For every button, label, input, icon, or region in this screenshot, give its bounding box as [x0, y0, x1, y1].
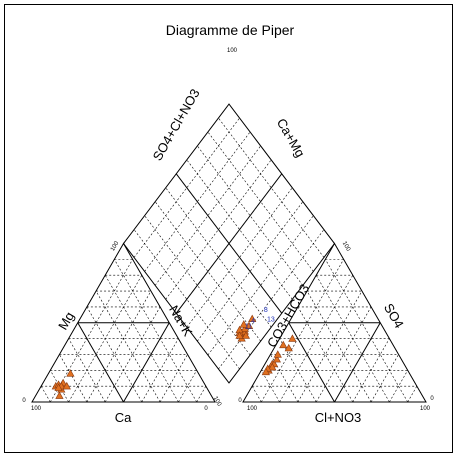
cation-grid-line [50, 259, 133, 403]
diamond-grid-line [197, 145, 304, 286]
sample-label: 13 [267, 317, 275, 324]
cation-point [55, 391, 64, 399]
anion-point [273, 350, 282, 358]
diamond-grid-line [218, 229, 325, 370]
cation-grid-line [141, 338, 179, 403]
anion-grid-line [352, 338, 390, 403]
diamond-grid-line [186, 159, 293, 300]
diamond-grid-line [218, 117, 325, 258]
diamond-grid-line [154, 145, 261, 286]
cation-tick-right-corner: 100 [212, 396, 223, 408]
diamond-grid [122, 103, 336, 384]
anion-point [272, 354, 281, 363]
diamond-grid-line [165, 159, 272, 300]
diamond-right-label: Ca+Mg [274, 116, 308, 160]
diamond-grid-line [144, 215, 251, 356]
diamond-tick-top: 100 [227, 48, 238, 54]
anion-grid-line [306, 290, 372, 403]
diamond-point [248, 314, 257, 322]
cation-tick-left: 0 [22, 398, 26, 404]
cation-grid-line [86, 290, 152, 403]
diamond-grid-line [133, 117, 240, 258]
cation-grid-line [40, 386, 51, 403]
cation-tick-bottom-right: 0 [204, 406, 208, 412]
chart-title: Diagramme de Piper [166, 22, 295, 38]
anion-grid-line [370, 354, 399, 403]
cation-tick-apex: 100 [110, 240, 121, 252]
anion-tick-apex: 100 [341, 241, 352, 253]
anion-grid-line [251, 386, 262, 403]
cation-grid-line [59, 354, 88, 403]
diamond-point [235, 331, 244, 339]
anion-grid-line [325, 259, 408, 403]
diamond-grid-line [144, 131, 251, 272]
diamond-grid-line [207, 131, 314, 272]
anion-point [268, 362, 277, 371]
cation-point [54, 383, 63, 391]
diamond-grid-line [154, 201, 261, 342]
anion-triangle-grid [242, 242, 427, 403]
anion-point [284, 343, 293, 352]
anion-point [279, 340, 288, 349]
cation-triangle-grid [31, 242, 216, 403]
anion-outline [242, 242, 427, 403]
cation-grid-line [114, 259, 197, 403]
cation-point [62, 381, 71, 390]
cation-grid-line [159, 354, 188, 403]
diamond-grid-line [197, 201, 304, 342]
diamond-point [239, 320, 248, 328]
diamond-outline [122, 103, 336, 384]
sample-label: 4 [251, 318, 255, 325]
sample-points [51, 314, 297, 399]
sample-label: 11 [245, 324, 252, 331]
diamond-grid-line [175, 173, 283, 314]
cation-right-label: Na+K [166, 303, 196, 339]
anion-grid-line [288, 322, 335, 403]
anion-grid-line [279, 338, 317, 403]
cation-grid-line [68, 338, 106, 403]
diamond-left-label: SO4+Cl+NO3 [150, 86, 203, 163]
diamond-grid-line [133, 229, 240, 370]
sample-label: 8 [264, 307, 268, 314]
anion-grid-line [334, 322, 381, 403]
anion-tick-bottom-left: 0 [238, 398, 242, 404]
anion-point [288, 334, 297, 342]
anion-right-label: SO4 [381, 301, 407, 331]
plot-frame [4, 4, 453, 453]
anion-tick-bottom-right: 100 [420, 406, 431, 412]
anion-grid-line [407, 386, 418, 403]
anion-bottom-label: Cl+NO3 [315, 410, 362, 425]
sample-labels: 13 8 114 [245, 307, 275, 331]
cation-grid-line [77, 322, 124, 403]
cation-outline [31, 242, 216, 403]
diamond-grid-line [165, 187, 272, 328]
anion-grid-line [297, 290, 363, 403]
cation-grid-line [196, 386, 207, 403]
cation-grid-line [123, 322, 170, 403]
anion-grid-line [261, 259, 344, 403]
cation-grid-line [95, 290, 161, 403]
diamond-point [241, 331, 250, 339]
anion-tick-right-corner: 0 [430, 396, 434, 402]
anion-point [261, 367, 270, 376]
cation-bottom-label: Ca [115, 410, 132, 425]
diamond-grid-line [207, 215, 314, 356]
diamond-grid-line [186, 187, 293, 328]
cation-tick-bottom-left: 100 [31, 406, 42, 412]
anion-tick-left: 100 [247, 406, 258, 412]
cation-point [66, 369, 75, 377]
